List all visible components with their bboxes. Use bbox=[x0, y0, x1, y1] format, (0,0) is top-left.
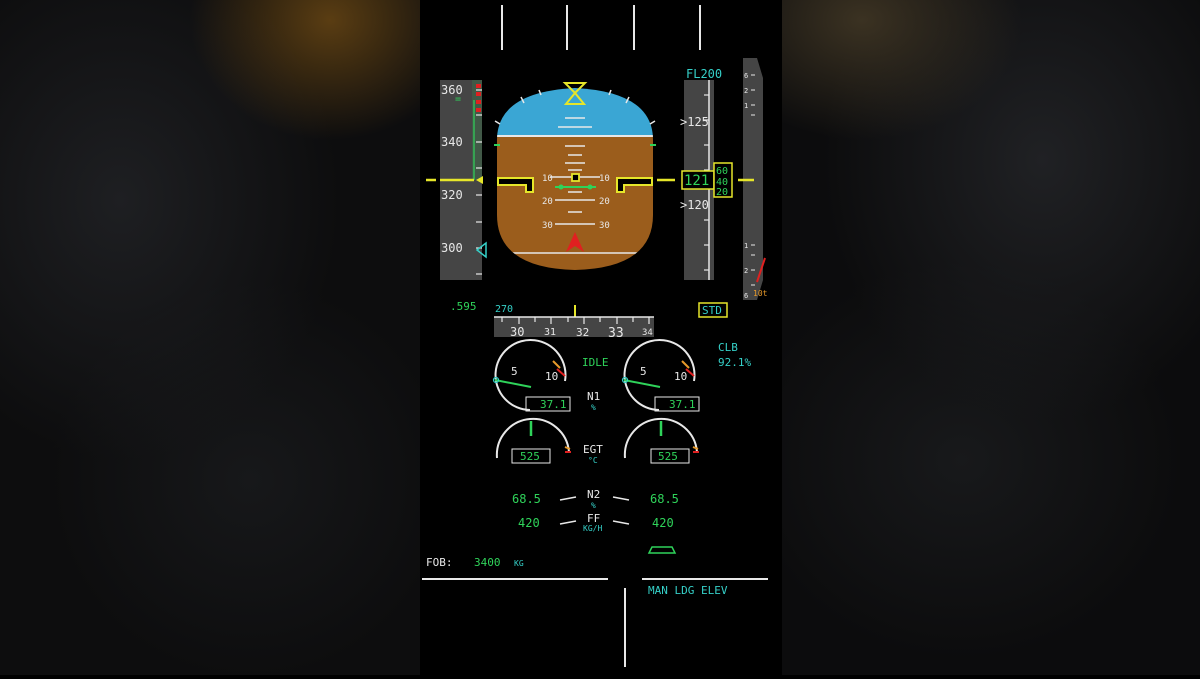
heading-scale-label: 31 bbox=[544, 327, 556, 338]
heading-scale: 270 30 31 32 33 34 bbox=[494, 304, 654, 341]
flex-value: 92.1% bbox=[718, 356, 751, 369]
thrust-mode: IDLE bbox=[582, 356, 609, 369]
baro-setting: STD bbox=[702, 304, 722, 317]
altitude-tape: FL200 >125 >120 121 60 40 20 bbox=[680, 67, 733, 280]
target-altitude-label: FL200 bbox=[686, 67, 722, 81]
vs-scale-label: 1 bbox=[744, 102, 748, 110]
speed-tick-label: 340 bbox=[441, 135, 463, 149]
n1-scale-label: 5 bbox=[511, 365, 518, 378]
egt-unit: °C bbox=[588, 456, 598, 465]
speed-tick-label: 360 bbox=[441, 83, 463, 97]
pitch-label: 10 bbox=[542, 174, 553, 184]
pitch-label: 30 bbox=[599, 221, 610, 231]
vertical-speed-indicator: 6 2 1 1 2 6 10t bbox=[738, 58, 768, 300]
vs-scale-label: 2 bbox=[744, 87, 748, 95]
altitude-lower-label: >120 bbox=[680, 198, 709, 212]
n1-gauge-right: 5 10 37.1 bbox=[621, 339, 700, 412]
n2-value-left: 68.5 bbox=[512, 492, 541, 506]
pitch-label: 20 bbox=[599, 197, 610, 207]
vs-needle bbox=[756, 257, 766, 283]
baro-setting-box bbox=[698, 302, 728, 318]
flaps-indicator-icon bbox=[647, 546, 677, 554]
n1-needle-right bbox=[623, 379, 661, 388]
vs-value: 10t bbox=[753, 289, 768, 298]
pitch-limit-chevron bbox=[566, 232, 584, 252]
altitude-drum-digit: 20 bbox=[716, 187, 728, 198]
pitch-label: 20 bbox=[542, 197, 553, 207]
memo-divider-lines bbox=[422, 578, 768, 667]
blurred-background-left bbox=[0, 0, 420, 675]
vs-scale-label: 1 bbox=[744, 242, 748, 250]
engine-warning-display: IDLE CLB 92.1% 5 10 37.1 5 10 37.1 N1 bbox=[422, 339, 768, 667]
flex-mode: CLB bbox=[718, 341, 738, 354]
cockpit-displays-svg: = 360 340 320 300 bbox=[422, 5, 768, 667]
egt-gauge-right: 525 bbox=[623, 417, 699, 464]
altitude-drum-digit: 40 bbox=[716, 177, 728, 188]
fob-label: FOB: bbox=[426, 556, 453, 569]
vs-scale-label: 6 bbox=[744, 72, 748, 80]
fob-value: 3400 bbox=[474, 556, 501, 569]
bank-scale bbox=[494, 89, 656, 125]
egt-label: EGT bbox=[583, 443, 603, 456]
roll-pointer bbox=[562, 82, 588, 95]
speed-tick-label: 320 bbox=[441, 188, 463, 202]
n1-label: N1 bbox=[587, 390, 600, 403]
n1-scale-label: 10 bbox=[674, 370, 687, 383]
roll-index bbox=[563, 91, 587, 105]
blurred-background-right bbox=[782, 0, 1200, 675]
selected-heading: 270 bbox=[495, 304, 513, 315]
pitch-label: 30 bbox=[542, 221, 553, 231]
altitude-drum-box bbox=[713, 162, 733, 198]
altitude-upper-label: >125 bbox=[680, 115, 709, 129]
attitude-indicator: 10 10 20 20 30 30 bbox=[494, 82, 675, 270]
pitch-label: 10 bbox=[599, 174, 610, 184]
ff-value-right: 420 bbox=[652, 516, 674, 530]
top-frame-ticks bbox=[501, 5, 701, 50]
cockpit-display-screen: = 360 340 320 300 bbox=[420, 0, 782, 675]
n2-label: N2 bbox=[587, 488, 600, 501]
n2-ff-section: 68.5 68.5 N2 % 420 420 FF KG/H bbox=[512, 488, 679, 533]
speed-green-marker: = bbox=[455, 94, 461, 105]
egt-value-left: 525 bbox=[520, 450, 540, 463]
target-speed-triangle bbox=[475, 241, 487, 259]
aircraft-symbol bbox=[497, 173, 653, 193]
vs-scale-label: 6 bbox=[744, 292, 748, 300]
ff-label: FF bbox=[587, 512, 600, 525]
n1-gauge-left: 5 10 37.1 bbox=[492, 339, 571, 412]
n1-scale-label: 10 bbox=[545, 370, 558, 383]
n1-value-right: 37.1 bbox=[669, 398, 696, 411]
ff-value-left: 420 bbox=[518, 516, 540, 530]
ground-area bbox=[497, 136, 653, 270]
egt-value-right: 525 bbox=[658, 450, 678, 463]
n1-value-left: 37.1 bbox=[540, 398, 567, 411]
current-altitude-value: 121 bbox=[684, 173, 709, 189]
mach-number: .595 bbox=[450, 300, 477, 313]
altitude-drum-digit: 60 bbox=[716, 166, 728, 177]
n1-needle-left bbox=[494, 379, 532, 388]
vs-scale-label: 2 bbox=[744, 267, 748, 275]
heading-scale-label: 32 bbox=[576, 326, 589, 339]
speed-reference-line bbox=[426, 176, 483, 184]
overspeed-barber-pole bbox=[476, 84, 481, 112]
heading-scale-label: 30 bbox=[510, 325, 524, 339]
heading-scale-label: 34 bbox=[642, 328, 653, 338]
primary-flight-display: = 360 340 320 300 bbox=[426, 58, 768, 341]
n2-unit: % bbox=[591, 501, 596, 510]
egt-gauge-left: 525 bbox=[495, 417, 571, 464]
n2-value-right: 68.5 bbox=[650, 492, 679, 506]
n1-unit: % bbox=[591, 403, 596, 412]
ff-unit: KG/H bbox=[583, 524, 602, 533]
memo-text: MAN LDG ELEV bbox=[648, 584, 728, 597]
heading-scale-label: 33 bbox=[608, 326, 624, 341]
n1-scale-label: 5 bbox=[640, 365, 647, 378]
fob-unit: KG bbox=[514, 559, 524, 568]
speed-tick-label: 300 bbox=[441, 241, 463, 255]
